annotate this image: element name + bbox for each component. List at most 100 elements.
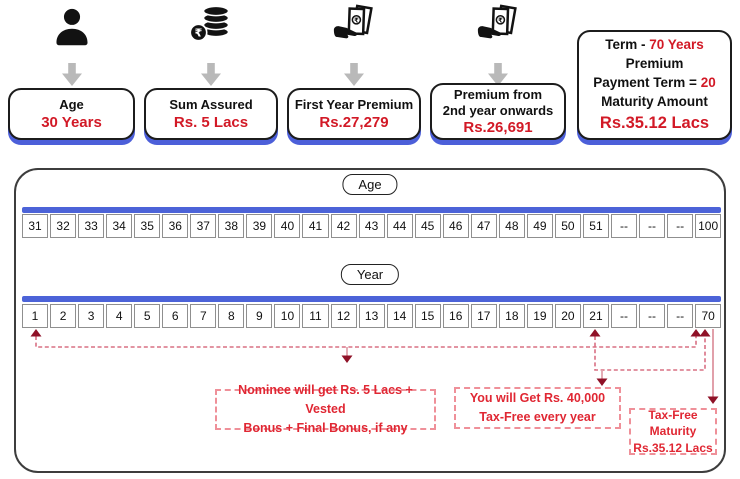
first-premium-icon-column: ₹ xyxy=(287,4,421,86)
sum-assured-card-title: Sum Assured xyxy=(169,97,253,113)
rupee-coins-icon: ₹ xyxy=(189,5,230,42)
age-card-title: Age xyxy=(59,97,84,113)
timeline-cell: 44 xyxy=(386,214,413,238)
arrowhead-down-annual-payout xyxy=(596,378,608,386)
timeline-cell: 33 xyxy=(78,214,105,238)
renewal-premium-icon-column: ₹ xyxy=(430,4,566,86)
timeline-cell: 39 xyxy=(246,214,273,238)
age-row-label: Age xyxy=(342,174,398,195)
timeline-cell: 70 xyxy=(695,304,722,328)
timeline-cell: 32 xyxy=(50,214,77,238)
timeline-cell: 50 xyxy=(554,214,581,238)
timeline-cell: 9 xyxy=(246,304,273,328)
renewal-premium-card-title: Premium from 2nd year onwards xyxy=(442,86,554,118)
timeline-cell: 11 xyxy=(302,304,329,328)
term-line: Term - 70 Years xyxy=(605,35,704,54)
timeline-cell: 49 xyxy=(526,214,553,238)
timeline-cell: -- xyxy=(639,214,666,238)
annual-payout-line xyxy=(594,336,706,371)
year-row-bluebar xyxy=(22,296,721,302)
arrowhead-up-year70-a xyxy=(690,329,702,337)
timeline-cell: 8 xyxy=(218,304,245,328)
timeline-cell: 46 xyxy=(442,214,469,238)
payment-term-label: Payment Term = xyxy=(593,75,701,91)
timeline-cell: 45 xyxy=(414,214,441,238)
timeline-cell: 16 xyxy=(442,304,469,328)
svg-text:₹: ₹ xyxy=(195,27,203,40)
timeline-cell: 35 xyxy=(134,214,161,238)
age-card-value: 30 Years xyxy=(41,113,102,131)
person-icon xyxy=(55,8,88,46)
sum-assured-card-value: Rs. 5 Lacs xyxy=(173,113,249,131)
timeline-cell: 38 xyxy=(218,214,245,238)
timeline-cell: 13 xyxy=(358,304,385,328)
renewal-premium-card-value: Rs.26,691 xyxy=(463,119,533,137)
first-year-premium-card-value: Rs.27,279 xyxy=(319,113,389,131)
arrowhead-down-nominee xyxy=(341,355,353,363)
timeline-cell: 3 xyxy=(78,304,105,328)
timeline-cell: 43 xyxy=(358,214,385,238)
age-card: Age 30 Years xyxy=(8,88,135,140)
timeline-cell: 17 xyxy=(470,304,497,328)
annual-tax-free-note: You will Get Rs. 40,000 Tax-Free every y… xyxy=(454,387,621,429)
timeline-cell: 31 xyxy=(22,214,49,238)
timeline-cell: 34 xyxy=(106,214,133,238)
arrowhead-up-year1 xyxy=(30,329,42,337)
first-year-premium-card: First Year Premium Rs.27,279 xyxy=(287,88,421,140)
arrowhead-down-maturity xyxy=(707,396,719,404)
timeline-cell: 51 xyxy=(582,214,609,238)
age-row-bluebar xyxy=(22,207,721,213)
timeline-cell: 6 xyxy=(162,304,189,328)
money-in-hand-icon: ₹ xyxy=(333,4,373,39)
nominee-note: Nominee will get Rs. 5 Lacs + Vested Bon… xyxy=(215,383,436,435)
age-icon-column xyxy=(8,4,135,86)
timeline-cell: 18 xyxy=(498,304,525,328)
payment-term-line: Payment Term = 20 xyxy=(593,73,715,92)
maturity-amount-value: Rs.35.12 Lacs xyxy=(599,113,710,132)
timeline-cell: 36 xyxy=(162,214,189,238)
premium-word: Premium xyxy=(625,56,684,72)
year-row-label: Year xyxy=(340,264,400,285)
svg-text:₹: ₹ xyxy=(354,16,359,24)
timeline-cell: 41 xyxy=(302,214,329,238)
death-cover-line xyxy=(35,336,697,348)
timeline-cell: -- xyxy=(639,304,666,328)
money-in-hand-icon: ₹ xyxy=(477,4,517,39)
arrowhead-up-year70-b xyxy=(699,329,711,337)
timeline-cell: -- xyxy=(610,214,638,238)
timeline-cell: 20 xyxy=(554,304,581,328)
arrowhead-up-year21 xyxy=(589,329,601,337)
timeline-cell: 40 xyxy=(274,214,301,238)
timeline-cell: 100 xyxy=(695,214,722,238)
sum-assured-icon-column: ₹ xyxy=(144,4,278,86)
payment-term-value: 20 xyxy=(700,75,716,91)
timeline-cell: 7 xyxy=(190,304,217,328)
svg-text:₹: ₹ xyxy=(498,16,503,24)
term-summary-card: Term - 70 Years Premium Payment Term = 2… xyxy=(577,30,732,140)
timeline-cell: 10 xyxy=(274,304,301,328)
timeline-cell: -- xyxy=(667,304,694,328)
timeline-cell: -- xyxy=(667,214,694,238)
timeline-cell: 1 xyxy=(22,304,49,328)
first-year-premium-card-title: First Year Premium xyxy=(294,97,414,113)
timeline-cell: 21 xyxy=(582,304,609,328)
gray-down-arrow-icon xyxy=(61,63,82,86)
timeline-cell: 5 xyxy=(134,304,161,328)
tax-free-maturity-note: Tax-Free Maturity Rs.35.12 Lacs xyxy=(629,408,717,455)
renewal-premium-card: Premium from 2nd year onwards Rs.26,691 xyxy=(430,83,566,140)
timeline-cell: 47 xyxy=(470,214,497,238)
timeline-cell: 42 xyxy=(330,214,357,238)
timeline-cell: -- xyxy=(610,304,638,328)
timeline-cell: 4 xyxy=(106,304,133,328)
maturity-amount-label: Maturity Amount xyxy=(601,94,708,110)
sum-assured-card: Sum Assured Rs. 5 Lacs xyxy=(144,88,278,140)
timeline-cell: 15 xyxy=(414,304,441,328)
timeline-cell: 12 xyxy=(330,304,357,328)
timeline-cell: 37 xyxy=(190,214,217,238)
timeline-cell: 14 xyxy=(386,304,413,328)
term-value: 70 Years xyxy=(649,36,704,52)
